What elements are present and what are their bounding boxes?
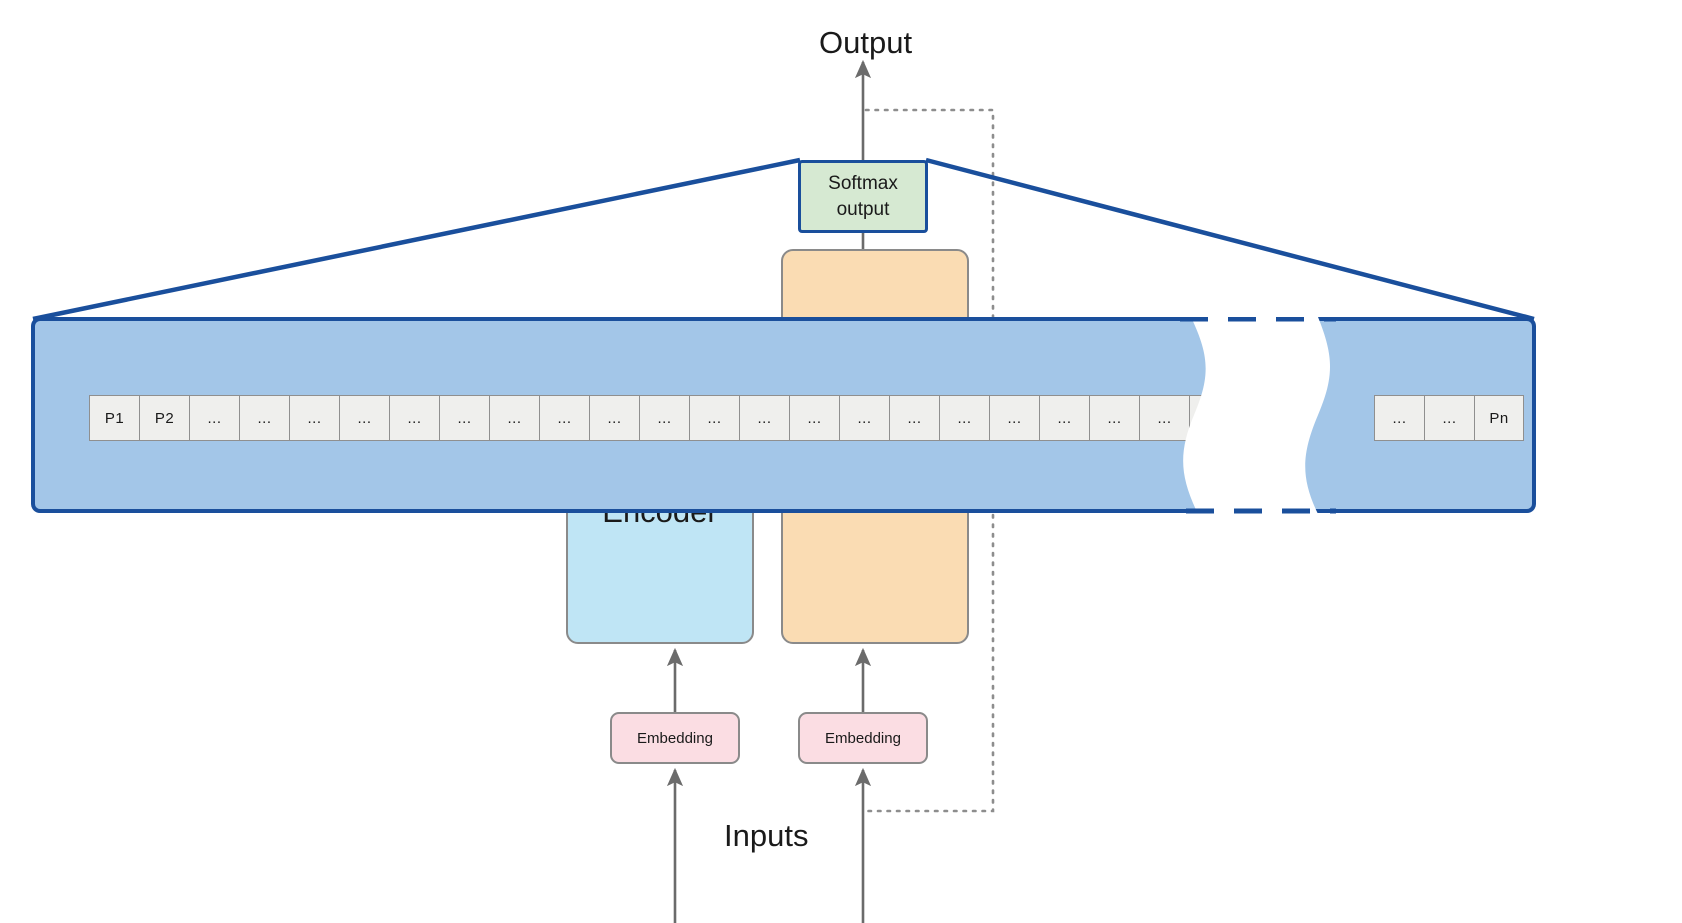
softmax-label-line1: Softmax — [828, 172, 898, 194]
token-cell: ... — [739, 395, 789, 441]
token-cell: ... — [1089, 395, 1139, 441]
embedding-box-decoder[interactable]: Embedding — [798, 712, 928, 764]
token-cell: ... — [289, 395, 339, 441]
funnel-line-left — [32, 157, 801, 322]
token-cell: ... — [1374, 395, 1424, 441]
token-cell: ... — [639, 395, 689, 441]
token-cell: ... — [889, 395, 939, 441]
output-label: Output — [819, 25, 913, 60]
softmax-output-box[interactable]: Softmax output — [798, 160, 928, 233]
token-cell: ... — [539, 395, 589, 441]
token-cell: P2 — [139, 395, 189, 441]
softmax-label-line2: output — [836, 198, 890, 220]
token-cell: ... — [1139, 395, 1189, 441]
inputs-label: Inputs — [724, 818, 809, 853]
token-cell: P1 — [89, 395, 139, 441]
token-cell: ... — [839, 395, 889, 441]
token-cell: ... — [789, 395, 839, 441]
token-cell: ... — [689, 395, 739, 441]
token-cell: ... — [239, 395, 289, 441]
token-cell: ... — [489, 395, 539, 441]
token-cell: ... — [589, 395, 639, 441]
token-cell: ... — [939, 395, 989, 441]
token-cell: Pn — [1474, 395, 1524, 441]
token-cell: ... — [1424, 395, 1474, 441]
token-cell: ... — [439, 395, 489, 441]
token-cell: ... — [1039, 395, 1089, 441]
funnel-line-right — [925, 157, 1535, 322]
token-cell: ... — [189, 395, 239, 441]
embedding-encoder-label: Embedding — [637, 729, 713, 747]
token-cell: ... — [989, 395, 1039, 441]
token-cell: ... — [339, 395, 389, 441]
embedding-decoder-label: Embedding — [825, 729, 901, 747]
embedding-box-encoder[interactable]: Embedding — [610, 712, 740, 764]
token-cell: ... — [389, 395, 439, 441]
token-cell-gap — [1239, 395, 1374, 441]
token-cell: ... — [1189, 395, 1239, 441]
